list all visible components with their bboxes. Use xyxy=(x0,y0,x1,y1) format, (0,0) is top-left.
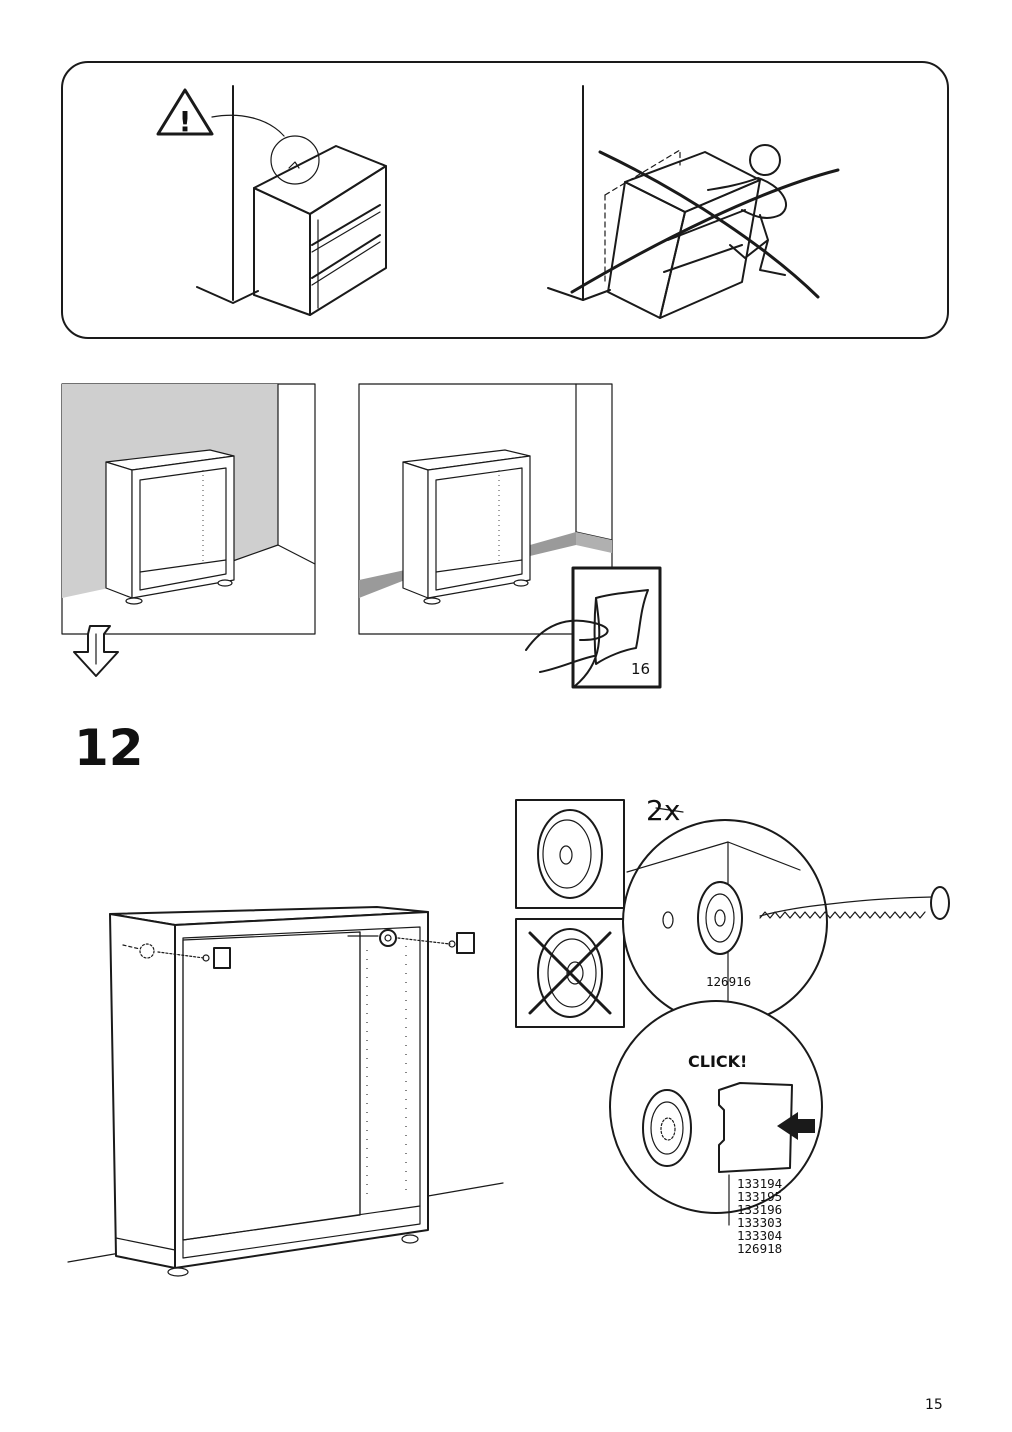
screw-part-number: 126916 xyxy=(706,974,752,989)
warning-panel: ! xyxy=(61,61,949,339)
correct-cabinet-illustration xyxy=(196,85,387,316)
fitting-part-numbers: 133194 133195 133196 133303 133304 12691… xyxy=(737,1177,782,1255)
fitting-part-number: 133304 xyxy=(737,1228,783,1243)
fitting-part-number: 133303 xyxy=(737,1215,783,1230)
correct-bushing-box xyxy=(515,799,625,909)
page-number: 15 xyxy=(925,1397,943,1413)
fitting-part-number: 133196 xyxy=(737,1202,783,1217)
warning-triangle-icon: ! xyxy=(156,88,214,138)
main-cabinet-illustration xyxy=(67,906,504,1277)
step-number: 12 xyxy=(74,719,144,777)
incorrect-tipping-illustration xyxy=(547,85,840,319)
screw-detail-circle xyxy=(622,807,950,1025)
room-grey-wall-panel xyxy=(61,383,316,635)
fitting-part-number: 133194 xyxy=(737,1176,783,1191)
click-label: CLICK! xyxy=(688,1052,748,1071)
incorrect-bushing-box xyxy=(515,918,625,1028)
click-detail-circle xyxy=(609,1000,823,1226)
room-skirting-panel xyxy=(358,383,613,635)
fitting-part-number: 133195 xyxy=(737,1189,783,1204)
down-arrow-icon xyxy=(73,625,119,677)
quantity-label: 2x xyxy=(646,794,681,827)
fitting-part-number: 126918 xyxy=(737,1241,783,1256)
warning-symbol: ! xyxy=(179,105,192,138)
reference-page-number: 16 xyxy=(631,660,651,678)
page-reference-booklet-icon xyxy=(525,566,662,689)
